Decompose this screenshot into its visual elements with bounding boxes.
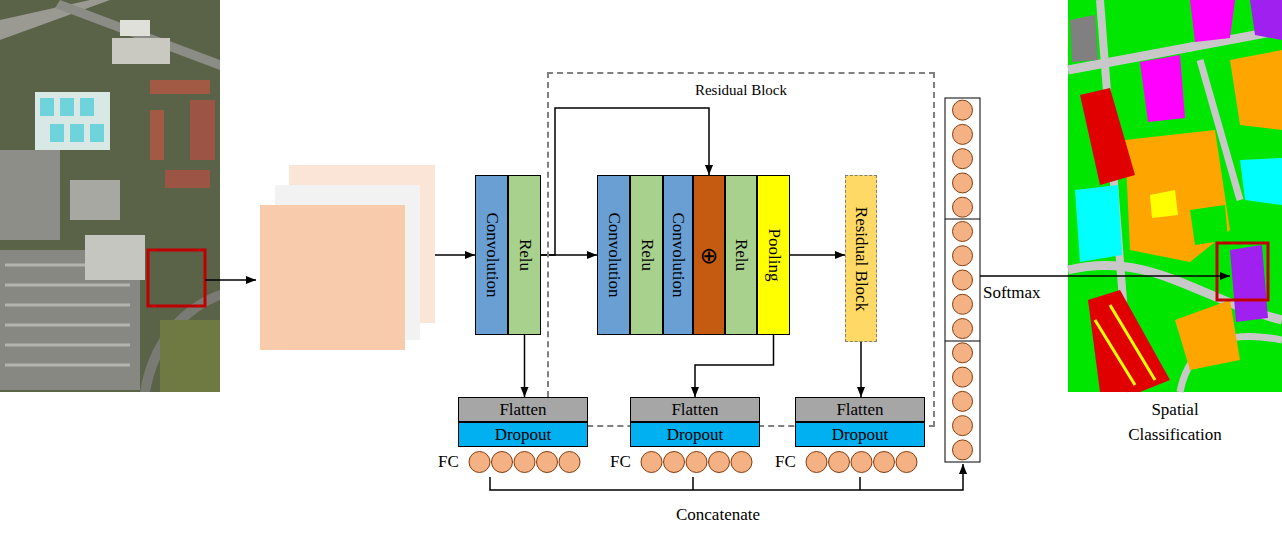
softmax-arrow [980, 275, 1230, 277]
fc-neuron [664, 452, 685, 473]
concatenate-branch [693, 477, 860, 490]
add-symbol: ⊕ [700, 243, 718, 268]
fc-label: FC [775, 452, 796, 472]
layer-label: Convolution [668, 212, 688, 297]
fc-label: FC [610, 452, 631, 472]
box-label: Dropout [459, 423, 587, 446]
fc-neuron [709, 452, 730, 473]
box-label: Flatten [459, 398, 587, 421]
fc-neuron [731, 452, 752, 473]
vector-neuron [953, 391, 973, 411]
fc-neuron [829, 452, 850, 473]
vector-neuron [953, 416, 973, 436]
vector-neuron [953, 149, 973, 169]
relu-layer: Relu [725, 175, 757, 335]
layer-label: Residual Block [851, 206, 871, 310]
fc-neuron [896, 452, 917, 473]
satellite-image [0, 0, 220, 392]
layer-label: Convolution [482, 212, 502, 297]
connector-arrow [524, 335, 526, 397]
group-label: Residual Block [549, 82, 933, 99]
patch-arrow [435, 254, 475, 256]
vector-neuron [953, 319, 973, 339]
fc-neuron [686, 452, 707, 473]
fc-neuron [641, 452, 662, 473]
add-layer: ⊕ [693, 175, 725, 335]
vector-neuron [953, 173, 973, 193]
box-label: Dropout [631, 423, 759, 446]
layer-label: Relu [637, 239, 657, 271]
connector-arrow [695, 335, 774, 397]
fc-neuron [469, 452, 490, 473]
fc-neuron [851, 452, 872, 473]
convolution-layer: Convolution [597, 175, 630, 335]
layer-label: Relu [731, 239, 751, 271]
connector-arrow [790, 254, 845, 256]
vector-neuron [953, 197, 973, 217]
fc-neuron [806, 452, 827, 473]
residual-block-box: Residual Block [845, 175, 877, 342]
connector-arrow [860, 342, 862, 397]
layer-label: Relu [515, 239, 535, 271]
fc-layer: FC [773, 447, 920, 477]
concatenate-label: Concatenate [618, 503, 818, 528]
input-arrow [205, 279, 256, 281]
layer-label: Convolution [604, 212, 624, 297]
vector-neuron [953, 367, 973, 387]
vector-neuron [953, 100, 973, 120]
vector-neuron [953, 270, 973, 290]
patch-stack [260, 165, 435, 350]
dropout-box: Dropout [795, 422, 925, 447]
softmax-label: Softmax [983, 281, 1041, 306]
fc-layer: FC [608, 447, 755, 477]
fc-neuron [874, 452, 895, 473]
box-label: Flatten [796, 398, 924, 421]
flatten-box: Flatten [630, 397, 760, 422]
vector-neuron [953, 440, 973, 460]
vector-neuron [953, 294, 973, 314]
vector-neuron [953, 221, 973, 241]
relu-layer: Relu [630, 175, 663, 335]
flatten-box: Flatten [458, 397, 588, 422]
pooling-layer: Pooling [757, 175, 790, 335]
fc-layer: FC [436, 447, 583, 477]
fc-neuron [537, 452, 558, 473]
fc-neuron [559, 452, 580, 473]
convolution-layer: Convolution [475, 175, 508, 335]
fc-neuron [492, 452, 513, 473]
layer-label: Pooling [764, 229, 784, 282]
convolution-layer: Convolution [663, 175, 693, 335]
vector-neuron [953, 246, 973, 266]
vector-neuron [953, 343, 973, 363]
dropout-box: Dropout [458, 422, 588, 447]
box-label: Flatten [631, 398, 759, 421]
box-label: Dropout [796, 423, 924, 446]
map-caption: Spatial Classification [1110, 398, 1240, 447]
classification-map [1068, 0, 1282, 392]
flatten-box: Flatten [795, 397, 925, 422]
dropout-box: Dropout [630, 422, 760, 447]
fc-label: FC [438, 452, 459, 472]
vector-neuron [953, 124, 973, 144]
feature-vector [945, 98, 980, 462]
fc-neuron [514, 452, 535, 473]
relu-layer: Relu [508, 175, 541, 335]
